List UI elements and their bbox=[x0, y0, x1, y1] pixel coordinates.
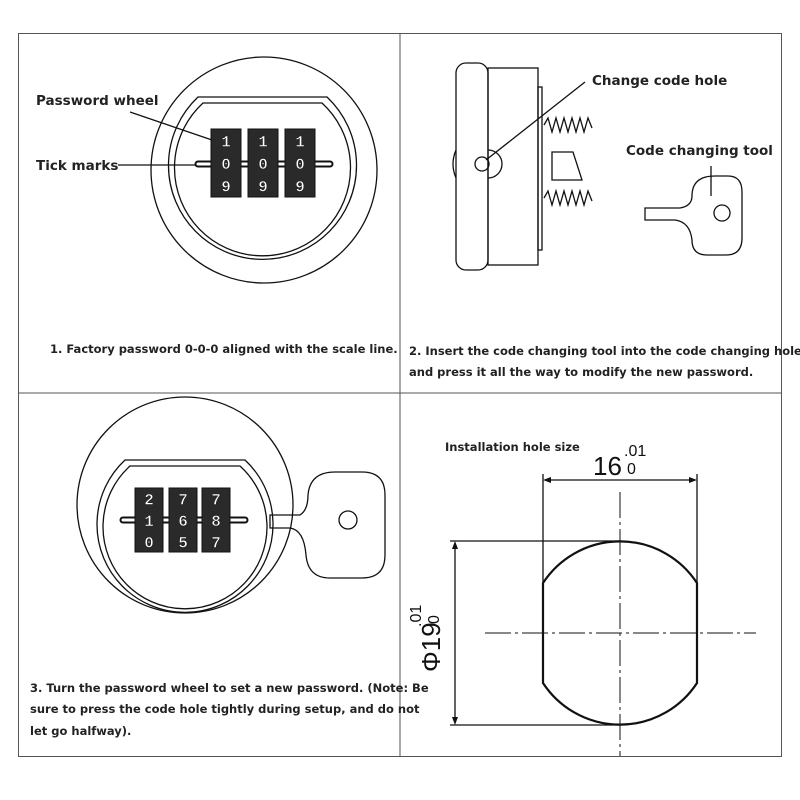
width-tolerance-lower: 0 bbox=[627, 461, 636, 478]
step3-caption-line2: sure to press the code hole tightly duri… bbox=[30, 702, 420, 716]
diameter-tolerance-lower: 0 bbox=[426, 615, 443, 624]
wheel-digit: 9 bbox=[295, 179, 305, 197]
panel-set-password: 2 1 0 7 6 5 7 8 7 3. Turn the password wheel to … bbox=[30, 396, 429, 738]
password-wheel[interactable]: 2 1 0 bbox=[134, 487, 164, 553]
wheel-digit: 1 bbox=[258, 133, 268, 151]
tick-marks-label: Tick marks bbox=[36, 158, 118, 174]
panel-insert-tool: Change code hole Code changing tool 2. I… bbox=[409, 62, 800, 379]
password-wheel[interactable]: 1 0 9 bbox=[284, 128, 316, 198]
step3-caption-line3: let go halfway). bbox=[30, 724, 131, 738]
code-changing-tool-icon bbox=[269, 471, 386, 579]
diameter-dimension: Φ19 .01 0 bbox=[408, 540, 620, 726]
password-wheel[interactable]: 1 0 9 bbox=[247, 128, 279, 198]
password-wheel[interactable]: 7 8 7 bbox=[201, 487, 231, 553]
lock-side-view bbox=[452, 62, 593, 271]
password-wheels: 1 0 9 1 0 9 1 0 9 bbox=[210, 128, 316, 198]
spring-icon bbox=[543, 115, 593, 208]
password-wheels: 2 1 0 7 6 5 7 8 7 bbox=[134, 487, 231, 553]
panel-grid bbox=[18, 33, 782, 757]
wheel-digit: 0 bbox=[295, 156, 305, 174]
wheel-digit: 1 bbox=[221, 133, 231, 151]
hole-profile bbox=[541, 540, 699, 726]
wheel-digit: 0 bbox=[258, 156, 268, 174]
code-changing-tool-icon bbox=[644, 175, 743, 256]
wheel-digit: 9 bbox=[258, 179, 268, 197]
wheel-digit: 1 bbox=[144, 513, 154, 531]
width-dimension: 16 .01 0 bbox=[542, 443, 698, 585]
password-wheel[interactable]: 1 0 9 bbox=[210, 128, 242, 198]
installation-hole-title: Installation hole size bbox=[445, 440, 580, 454]
step2-caption-line1: 2. Insert the code changing tool into th… bbox=[409, 344, 800, 358]
wheel-digit: 6 bbox=[178, 513, 188, 531]
lock-front-view: 1 0 9 1 0 9 1 0 9 bbox=[150, 56, 378, 284]
wheel-digit: 8 bbox=[211, 513, 221, 531]
wheel-digit: 9 bbox=[221, 179, 231, 197]
width-value: 16 bbox=[593, 451, 622, 481]
diameter-value: Φ19 bbox=[416, 622, 446, 672]
change-code-hole-icon bbox=[474, 156, 490, 172]
wheel-digit: 7 bbox=[178, 492, 188, 510]
width-tolerance-upper: .01 bbox=[624, 443, 646, 460]
wheel-digit: 1 bbox=[295, 133, 305, 151]
wheel-digit: 5 bbox=[178, 534, 188, 552]
wheel-digit: 0 bbox=[144, 534, 154, 552]
panel-installation-hole: Installation hole size 16 .01 0 Φ19 .01 … bbox=[408, 440, 756, 756]
wheel-digit: 7 bbox=[211, 534, 221, 552]
step2-caption-line2: and press it all the way to modify the n… bbox=[409, 365, 753, 379]
wheel-digit: 0 bbox=[221, 156, 231, 174]
password-wheel[interactable]: 7 6 5 bbox=[168, 487, 198, 553]
code-changing-tool-label: Code changing tool bbox=[626, 143, 773, 159]
password-wheel-label: Password wheel bbox=[36, 93, 159, 109]
wheel-digit: 7 bbox=[211, 492, 221, 510]
diameter-tolerance-upper: .01 bbox=[408, 605, 425, 627]
lock-front-view: 2 1 0 7 6 5 7 8 7 bbox=[76, 396, 294, 614]
step1-caption: 1. Factory password 0-0-0 aligned with t… bbox=[50, 342, 398, 356]
wheel-digit: 2 bbox=[144, 492, 154, 510]
change-code-hole-label: Change code hole bbox=[592, 73, 727, 89]
panel-factory-password: 1 0 9 1 0 9 1 0 9 Password wheel Tick marks 1. F… bbox=[36, 56, 398, 356]
step3-caption-line1: 3. Turn the password wheel to set a new … bbox=[30, 681, 429, 695]
